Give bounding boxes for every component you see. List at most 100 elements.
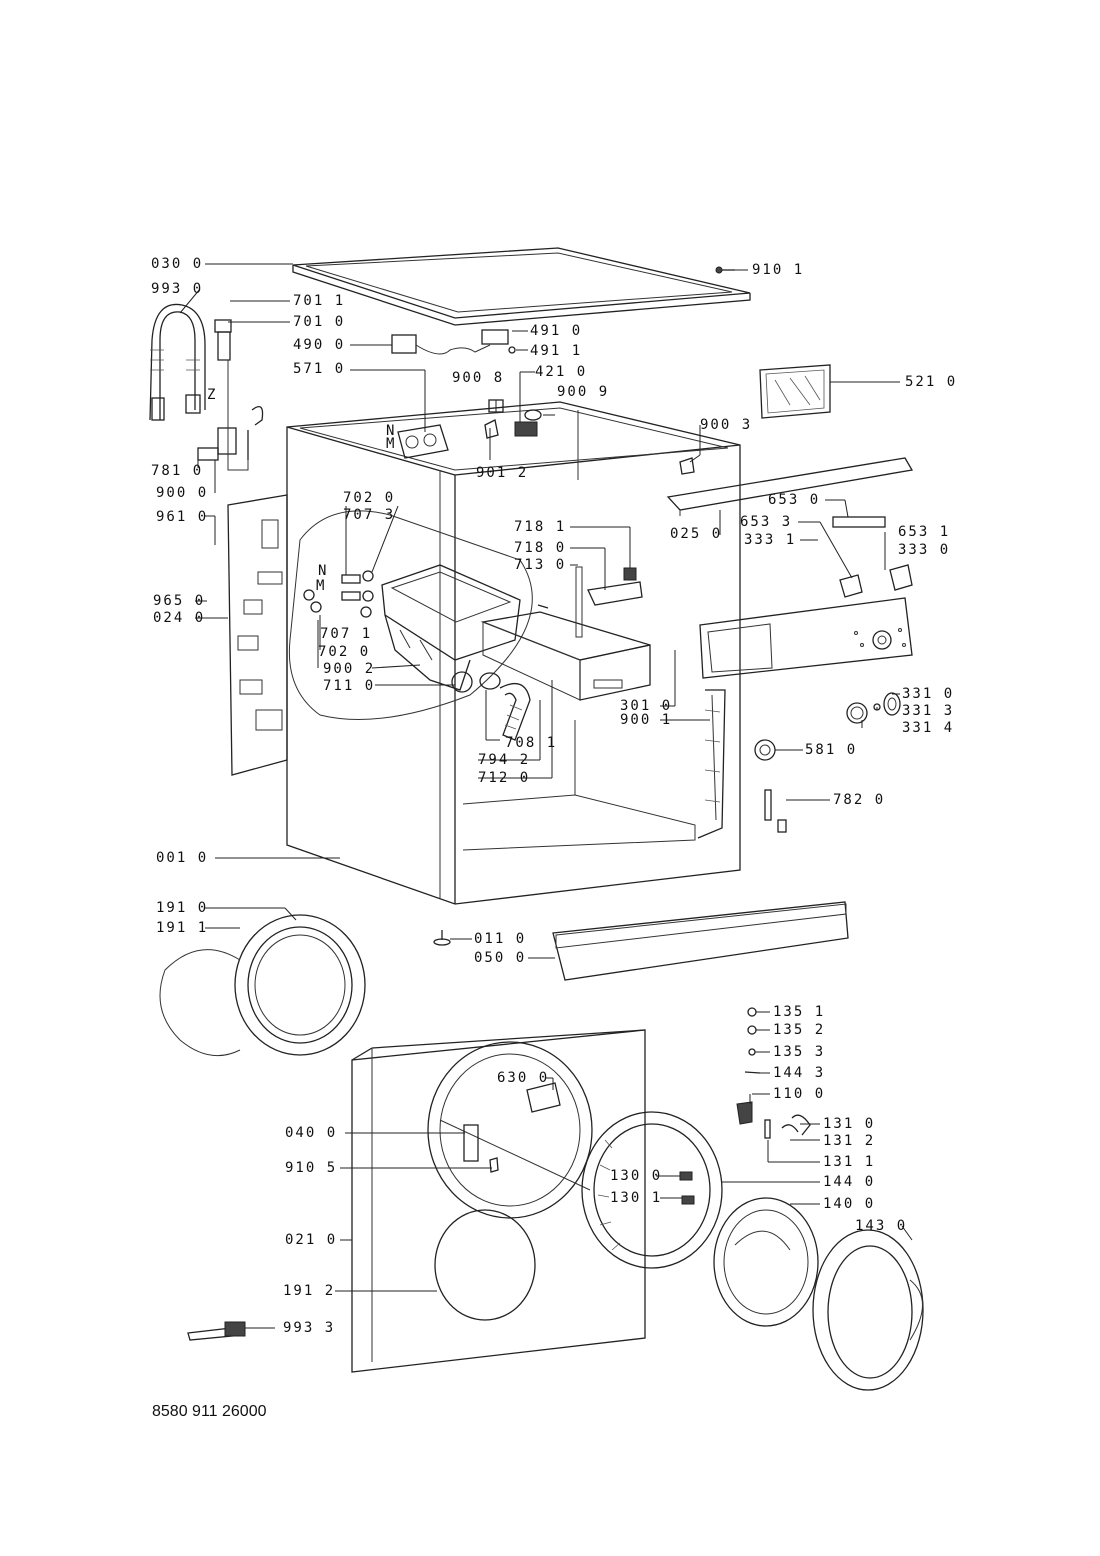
pump-motor [397,424,449,459]
side-frame [697,689,726,839]
part-label: 707 3 [343,507,396,523]
leader-lines [179,263,913,1329]
door-outer-frame [581,1111,723,1269]
part-label: 135 1 [773,1004,826,1020]
foot-and-kickplate [433,901,849,981]
part-label: 993 3 [283,1320,336,1336]
part-label: 718 0 [514,540,567,556]
part-label: 001 0 [156,850,209,866]
interference-filter [391,329,516,355]
part-label: 794 2 [478,752,531,768]
part-label: 961 0 [156,509,209,525]
part-label: M [316,578,327,594]
switch-parts [832,516,913,598]
drain-tool [187,1321,246,1341]
part-label: 713 0 [514,557,567,573]
part-label: 901 2 [476,465,529,481]
valve-parts [303,570,374,618]
inlet-hose [149,303,206,421]
part-label: 900 2 [323,661,376,677]
document-number: 8580 911 26000 [152,1403,267,1420]
part-label: 131 1 [823,1154,876,1170]
part-label: 191 0 [156,900,209,916]
part-label: 301 0 [620,698,673,714]
part-label: 900 0 [156,485,209,501]
part-label: M [386,436,397,452]
part-label: 900 9 [557,384,610,400]
part-label: 701 1 [293,293,346,309]
part-label: 521 0 [905,374,958,390]
drain-hose [479,672,531,741]
part-label: 653 1 [898,524,951,540]
part-label: 144 3 [773,1065,826,1081]
part-label: 581 0 [805,742,858,758]
part-label: 331 4 [902,720,955,736]
door-lock [463,1082,561,1173]
part-label: 910 1 [752,262,805,278]
panel-rail [666,457,914,516]
rear-panel [227,494,288,776]
handle-parts [736,1007,811,1139]
part-label: 701 0 [293,314,346,330]
part-label: 333 0 [898,542,951,558]
part-label: 024 0 [153,610,206,626]
top-cover [292,247,751,326]
part-label: 025 0 [670,526,723,542]
pressure-switch [754,739,787,833]
part-label: 653 0 [768,492,821,508]
part-label: 702 0 [343,490,396,506]
part-label: 011 0 [474,931,527,947]
part-label: 781 0 [151,463,204,479]
part-label: 331 0 [902,686,955,702]
part-label: 030 0 [151,256,204,272]
part-label: 421 0 [535,364,588,380]
part-label: 040 0 [285,1125,338,1141]
part-label: 571 0 [293,361,346,377]
part-label: N [386,423,397,439]
front-panel [351,1029,646,1373]
part-label: 191 1 [156,920,209,936]
part-label: 131 2 [823,1133,876,1149]
part-label: Z [207,387,218,403]
door-glass [713,1197,819,1327]
part-label: 140 0 [823,1196,876,1212]
part-label: 711 0 [323,678,376,694]
part-label: 050 0 [474,950,527,966]
control-panel [699,597,913,679]
part-label: 900 3 [700,417,753,433]
part-label: 191 2 [283,1283,336,1299]
part-label: 110 0 [773,1086,826,1102]
part-label: 135 2 [773,1022,826,1038]
part-label: 708 1 [505,735,558,751]
inlet-valve [197,319,264,471]
part-label: 331 3 [902,703,955,719]
part-label: 900 8 [452,370,505,386]
part-label: 143 0 [855,1218,908,1234]
part-label: 993 0 [151,281,204,297]
part-label: 490 0 [293,337,346,353]
part-label: 702 0 [318,644,371,660]
part-label: 707 1 [320,626,373,642]
dispenser-housing [381,564,521,693]
part-label: 712 0 [478,770,531,786]
part-label: 491 1 [530,343,583,359]
part-label: 333 1 [744,532,797,548]
part-label: 491 0 [530,323,583,339]
part-label: 135 3 [773,1044,826,1060]
dispenser-drawer [480,611,651,701]
pcb-module [759,364,831,419]
part-label: 021 0 [285,1232,338,1248]
part-label: 131 0 [823,1116,876,1132]
part-label: 653 3 [740,514,793,530]
door-inner-frame [812,1229,924,1391]
door-seal [159,914,366,1057]
knob-parts [846,692,901,724]
part-label: 130 0 [610,1168,663,1184]
part-label: 144 0 [823,1174,876,1190]
part-label: 782 0 [833,792,886,808]
part-label: 130 1 [610,1190,663,1206]
part-label: 718 1 [514,519,567,535]
part-label: 900 1 [620,712,673,728]
part-label: N [318,563,329,579]
